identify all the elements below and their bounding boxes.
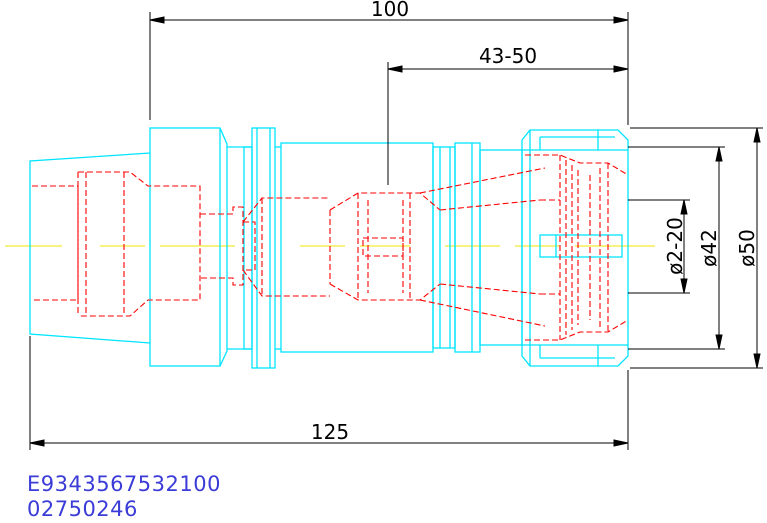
dimension-lines [29, 12, 763, 450]
part-code-line1: E9343567532100 [27, 472, 221, 496]
holder-outline [29, 127, 629, 369]
dim-overall-top: 100 [371, 0, 409, 21]
dim-nut-inner: ø42 [697, 229, 721, 267]
hidden-lines [32, 154, 629, 341]
part-code-line2: 02750246 [27, 497, 138, 521]
dim-nut-outer: ø50 [735, 229, 759, 267]
dim-bore-range: ø2-20 [663, 217, 687, 275]
dim-overall-bottom: 125 [311, 420, 349, 444]
dim-collet-top: 43-50 [479, 44, 537, 68]
